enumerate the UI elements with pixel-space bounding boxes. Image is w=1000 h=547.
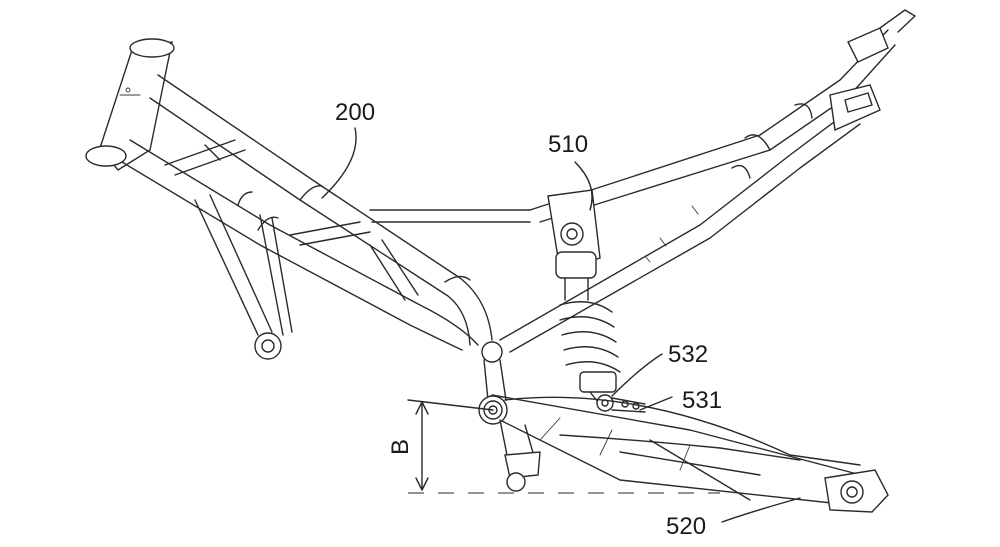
linkage	[596, 394, 646, 413]
rear-subframe	[499, 9, 916, 353]
main-frame	[85, 38, 531, 401]
label-532: 532	[668, 341, 708, 368]
leader-lines	[321, 127, 801, 523]
shock-absorber	[547, 189, 621, 403]
label-dimension-b: B	[387, 439, 414, 455]
dimension-b	[407, 399, 720, 494]
label-531: 531	[682, 387, 722, 414]
label-200: 200	[335, 99, 375, 126]
label-510: 510	[548, 131, 588, 158]
label-520: 520	[666, 513, 706, 540]
